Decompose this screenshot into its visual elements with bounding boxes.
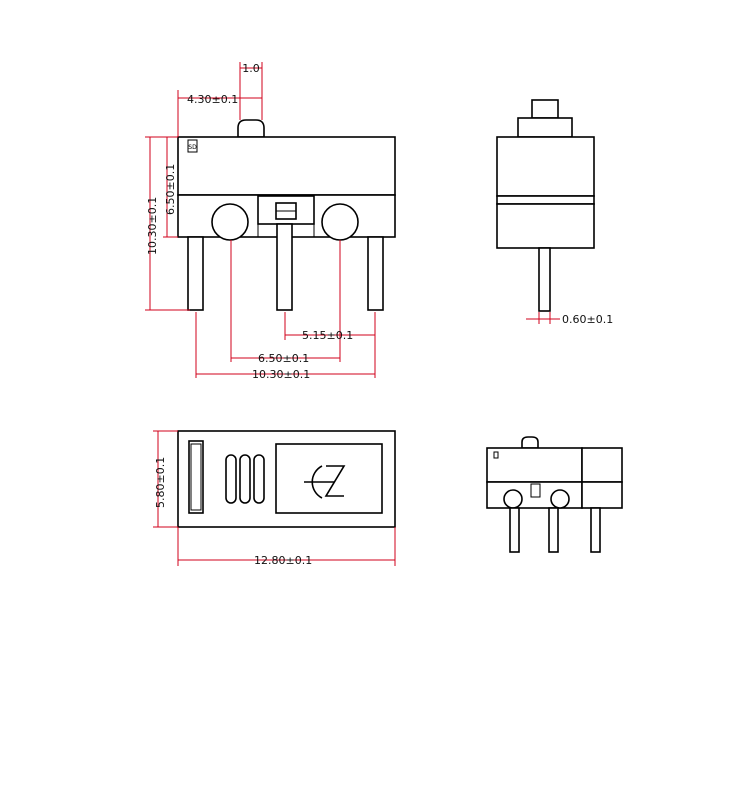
top-dimensions: 5.80±0.1 12.80±0.1 bbox=[153, 430, 396, 567]
front-hole-left bbox=[211, 203, 249, 241]
front-body-upper bbox=[177, 136, 396, 196]
top-label-window bbox=[275, 443, 383, 514]
dim-pin-pitch-small: 5.15±0.1 bbox=[302, 329, 353, 342]
side-body-upper bbox=[496, 136, 595, 197]
polarity-symbol-icon bbox=[304, 465, 346, 499]
iso-hole-right bbox=[550, 489, 570, 509]
front-pin-right bbox=[367, 236, 384, 311]
dim-body-height: 6.50±0.1 bbox=[164, 164, 177, 215]
dim-pin-span: 10.30±0.1 bbox=[252, 368, 310, 381]
front-actuator bbox=[237, 119, 265, 138]
front-body-mark: SD bbox=[188, 144, 197, 151]
dim-total-height: 10.30±0.1 bbox=[146, 197, 159, 255]
iso-view bbox=[486, 436, 623, 553]
front-view: SD bbox=[177, 119, 396, 311]
iso-center-window bbox=[530, 483, 541, 498]
side-body-lower bbox=[496, 195, 595, 205]
dim-pin-thickness: 0.60±0.1 bbox=[562, 313, 613, 326]
iso-body-front-upper bbox=[486, 447, 583, 483]
front-body-mark-box bbox=[187, 139, 198, 153]
side-body-base bbox=[496, 203, 595, 249]
front-hole-right bbox=[321, 203, 359, 241]
front-pin-left bbox=[187, 236, 204, 311]
iso-body-side-upper bbox=[581, 447, 623, 483]
dim-top-length: 12.80±0.1 bbox=[254, 554, 312, 567]
side-view bbox=[496, 99, 595, 312]
top-terminal-strip bbox=[188, 440, 204, 514]
iso-hole-left bbox=[503, 489, 523, 509]
iso-pin-left bbox=[509, 507, 520, 553]
dim-actuator-offset: 4.30±0.1 bbox=[187, 93, 238, 106]
slot-marks-icon bbox=[225, 454, 265, 504]
iso-body-side-lower bbox=[581, 481, 623, 509]
front-pin-center bbox=[276, 223, 293, 311]
side-actuator-base bbox=[517, 117, 573, 138]
iso-pin-center bbox=[548, 507, 559, 553]
top-view bbox=[177, 430, 396, 528]
iso-actuator bbox=[521, 436, 539, 449]
side-dimensions: 0.60±0.1 bbox=[526, 312, 613, 326]
iso-pin-right bbox=[590, 507, 601, 553]
side-pin bbox=[538, 247, 551, 312]
dim-top-width: 5.80±0.1 bbox=[154, 457, 167, 508]
dim-actuator-width: 1.0 bbox=[242, 62, 260, 75]
top-body-outline bbox=[177, 430, 396, 528]
side-actuator bbox=[531, 99, 559, 119]
front-dimensions: 1.0 4.30±0.1 10.30±0.1 6.50±0.1 5.15±0.1… bbox=[145, 62, 376, 381]
dim-pin-pitch-mid: 6.50±0.1 bbox=[258, 352, 309, 365]
